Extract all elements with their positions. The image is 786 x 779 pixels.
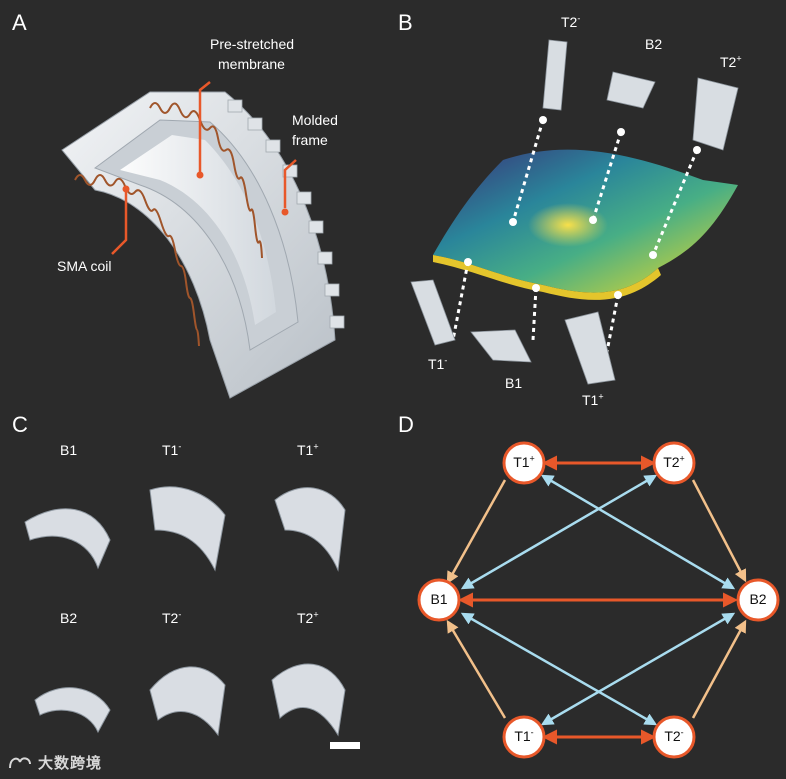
node-label-t2-plus: T2+: [663, 453, 685, 470]
photo-t2-plus: [271, 663, 346, 737]
node-label-b2: B2: [749, 591, 767, 607]
edge-t1p-b2: [540, 474, 736, 590]
photo-t2-minus: [149, 666, 226, 737]
photo-grid: [24, 486, 360, 749]
photo-t1-minus: [149, 486, 226, 572]
photo-b1: [24, 508, 111, 570]
b-label-t1-minus: T1-: [428, 355, 448, 372]
sma-coil-right: [149, 102, 263, 259]
node-b2: [736, 578, 780, 622]
c-label-t2-plus: T2+: [297, 609, 319, 626]
edge-t2p-b1: [460, 474, 658, 590]
label-pre-stretched: Pre-stretched: [210, 36, 295, 52]
edge-t2m-b1: [460, 612, 658, 726]
panel-letter-b: B: [398, 10, 413, 35]
node-t2-plus: [652, 441, 696, 485]
b-label-t2-plus: T2+: [720, 53, 742, 70]
scale-bar: [330, 742, 360, 749]
pre-stretched-membrane: [120, 135, 276, 325]
label-sma-coil: SMA coil: [57, 258, 112, 274]
b-label-b1: B1: [505, 375, 523, 391]
frame-cavity: [93, 119, 299, 351]
node-b1: [417, 578, 461, 622]
node-t1-minus: [502, 715, 546, 759]
node-t1-plus: [502, 441, 546, 485]
edge-t1m-b1: [446, 619, 507, 719]
label-membrane: membrane: [218, 56, 285, 72]
frame-leader: [283, 159, 297, 208]
photo-t1-plus: [274, 487, 346, 572]
transition-graph: [417, 441, 780, 759]
watermark-logo-icon: [9, 756, 31, 768]
panel-letter-d: D: [398, 412, 414, 437]
membrane-leader: [198, 81, 211, 172]
photo-b2: [34, 687, 111, 734]
edge-t1p-b1: [446, 479, 507, 585]
edge-t2m-b2: [691, 619, 747, 719]
actuator-illustration: [61, 81, 345, 399]
c-label-t2-minus: T2-: [162, 609, 182, 626]
label-frame: frame: [292, 132, 328, 148]
b-label-b2: B2: [645, 36, 663, 52]
node-label-t1-plus: T1+: [513, 453, 535, 470]
node-label-b1: B1: [430, 591, 448, 607]
node-label-t1-minus: T1-: [514, 727, 534, 744]
edge-t2p-b2: [691, 479, 747, 583]
b-label-t2-minus: T2-: [561, 13, 581, 30]
panel-letter-c: C: [12, 412, 28, 437]
watermark-text: 大数跨境: [38, 755, 103, 772]
sma-coil-left: [74, 174, 200, 347]
edge-t1m-b2: [540, 612, 736, 726]
panel-letter-a: A: [12, 10, 27, 35]
energy-landscape: [410, 39, 739, 385]
coil-leader: [111, 192, 128, 255]
node-label-t2-minus: T2-: [664, 727, 684, 744]
label-molded: Molded: [292, 112, 338, 128]
c-label-t1-minus: T1-: [162, 441, 182, 458]
c-label-b2: B2: [60, 610, 78, 626]
node-t2-minus: [652, 715, 696, 759]
c-label-b1: B1: [60, 442, 78, 458]
c-label-t1-plus: T1+: [297, 441, 319, 458]
watermark: 大数跨境: [8, 752, 102, 773]
b-label-t1-plus: T1+: [582, 391, 604, 408]
